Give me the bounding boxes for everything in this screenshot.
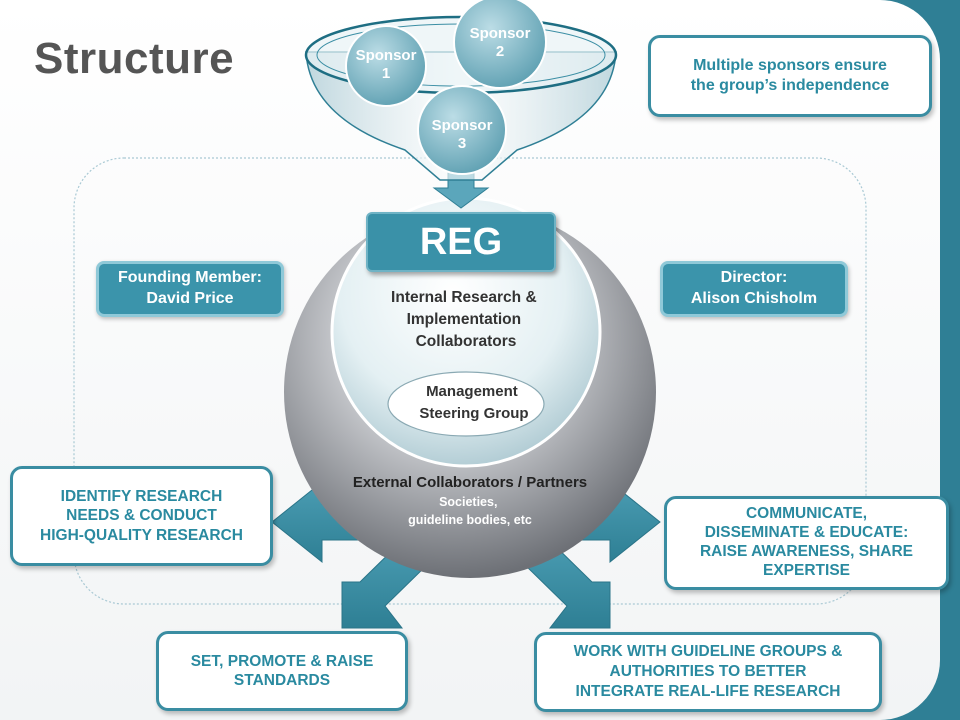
guidelines-line-3: INTEGRATE REAL-LIFE RESEARCH	[575, 683, 841, 701]
director-line-1: Director:	[720, 269, 788, 287]
communicate-line-1: COMMUNICATE,	[745, 505, 868, 523]
sponsor-2-circle	[453, 0, 547, 89]
founding-member-line-2: David Price	[146, 290, 234, 307]
research-callout: IDENTIFY RESEARCH NEEDS & CONDUCT HIGH-Q…	[10, 466, 273, 566]
standards-line-2: STANDARDS	[233, 672, 331, 689]
sponsor-3-circle	[417, 85, 507, 175]
founding-member-line-1: Founding Member:	[118, 269, 262, 287]
communicate-callout: COMMUNICATE, DISSEMINATE & EDUCATE: RAIS…	[664, 496, 949, 590]
management-ellipse	[387, 371, 545, 437]
guidelines-line-2: AUTHORITIES TO BETTER	[609, 662, 807, 680]
sponsors-note-callout: Multiple sponsors ensure the group’s ind…	[648, 35, 932, 117]
communicate-line-2: DISSEMINATE & EDUCATE:	[704, 524, 909, 542]
founding-member-tag: Founding Member: David Price	[96, 261, 284, 317]
guidelines-line-1: WORK WITH GUIDELINE GROUPS &	[573, 642, 843, 660]
standards-callout: SET, PROMOTE & RAISE STANDARDS	[156, 631, 408, 711]
reg-label: REG	[366, 212, 556, 272]
sponsors-note-line-2: the group’s independence	[690, 77, 890, 94]
internal-collaborators-label: Internal Research & Implementation Colla…	[391, 289, 541, 350]
director-line-2: Alison Chisholm	[690, 290, 818, 307]
guidelines-callout: WORK WITH GUIDELINE GROUPS & AUTHORITIES…	[534, 632, 882, 712]
sponsors-note-line-1: Multiple sponsors ensure	[693, 57, 887, 74]
communicate-line-3: RAISE AWARENESS, SHARE	[699, 543, 914, 560]
director-tag: Director: Alison Chisholm	[660, 261, 848, 317]
page-title: Structure	[34, 34, 235, 83]
management-steering-label: Management Steering Group	[419, 383, 528, 422]
external-collaborators-title: External Collaborators / Partners	[353, 474, 587, 491]
external-collaborators-sub: Societies, guideline bodies, etc	[408, 495, 532, 527]
research-line-1: IDENTIFY RESEARCH	[60, 487, 223, 505]
research-line-2: NEEDS & CONDUCT	[66, 507, 217, 525]
standards-line-1: SET, PROMOTE & RAISE	[190, 652, 374, 670]
communicate-line-4: EXPERTISE	[763, 561, 850, 579]
research-line-3: HIGH-QUALITY RESEARCH	[40, 526, 243, 544]
sponsor-1-circle	[345, 25, 427, 107]
